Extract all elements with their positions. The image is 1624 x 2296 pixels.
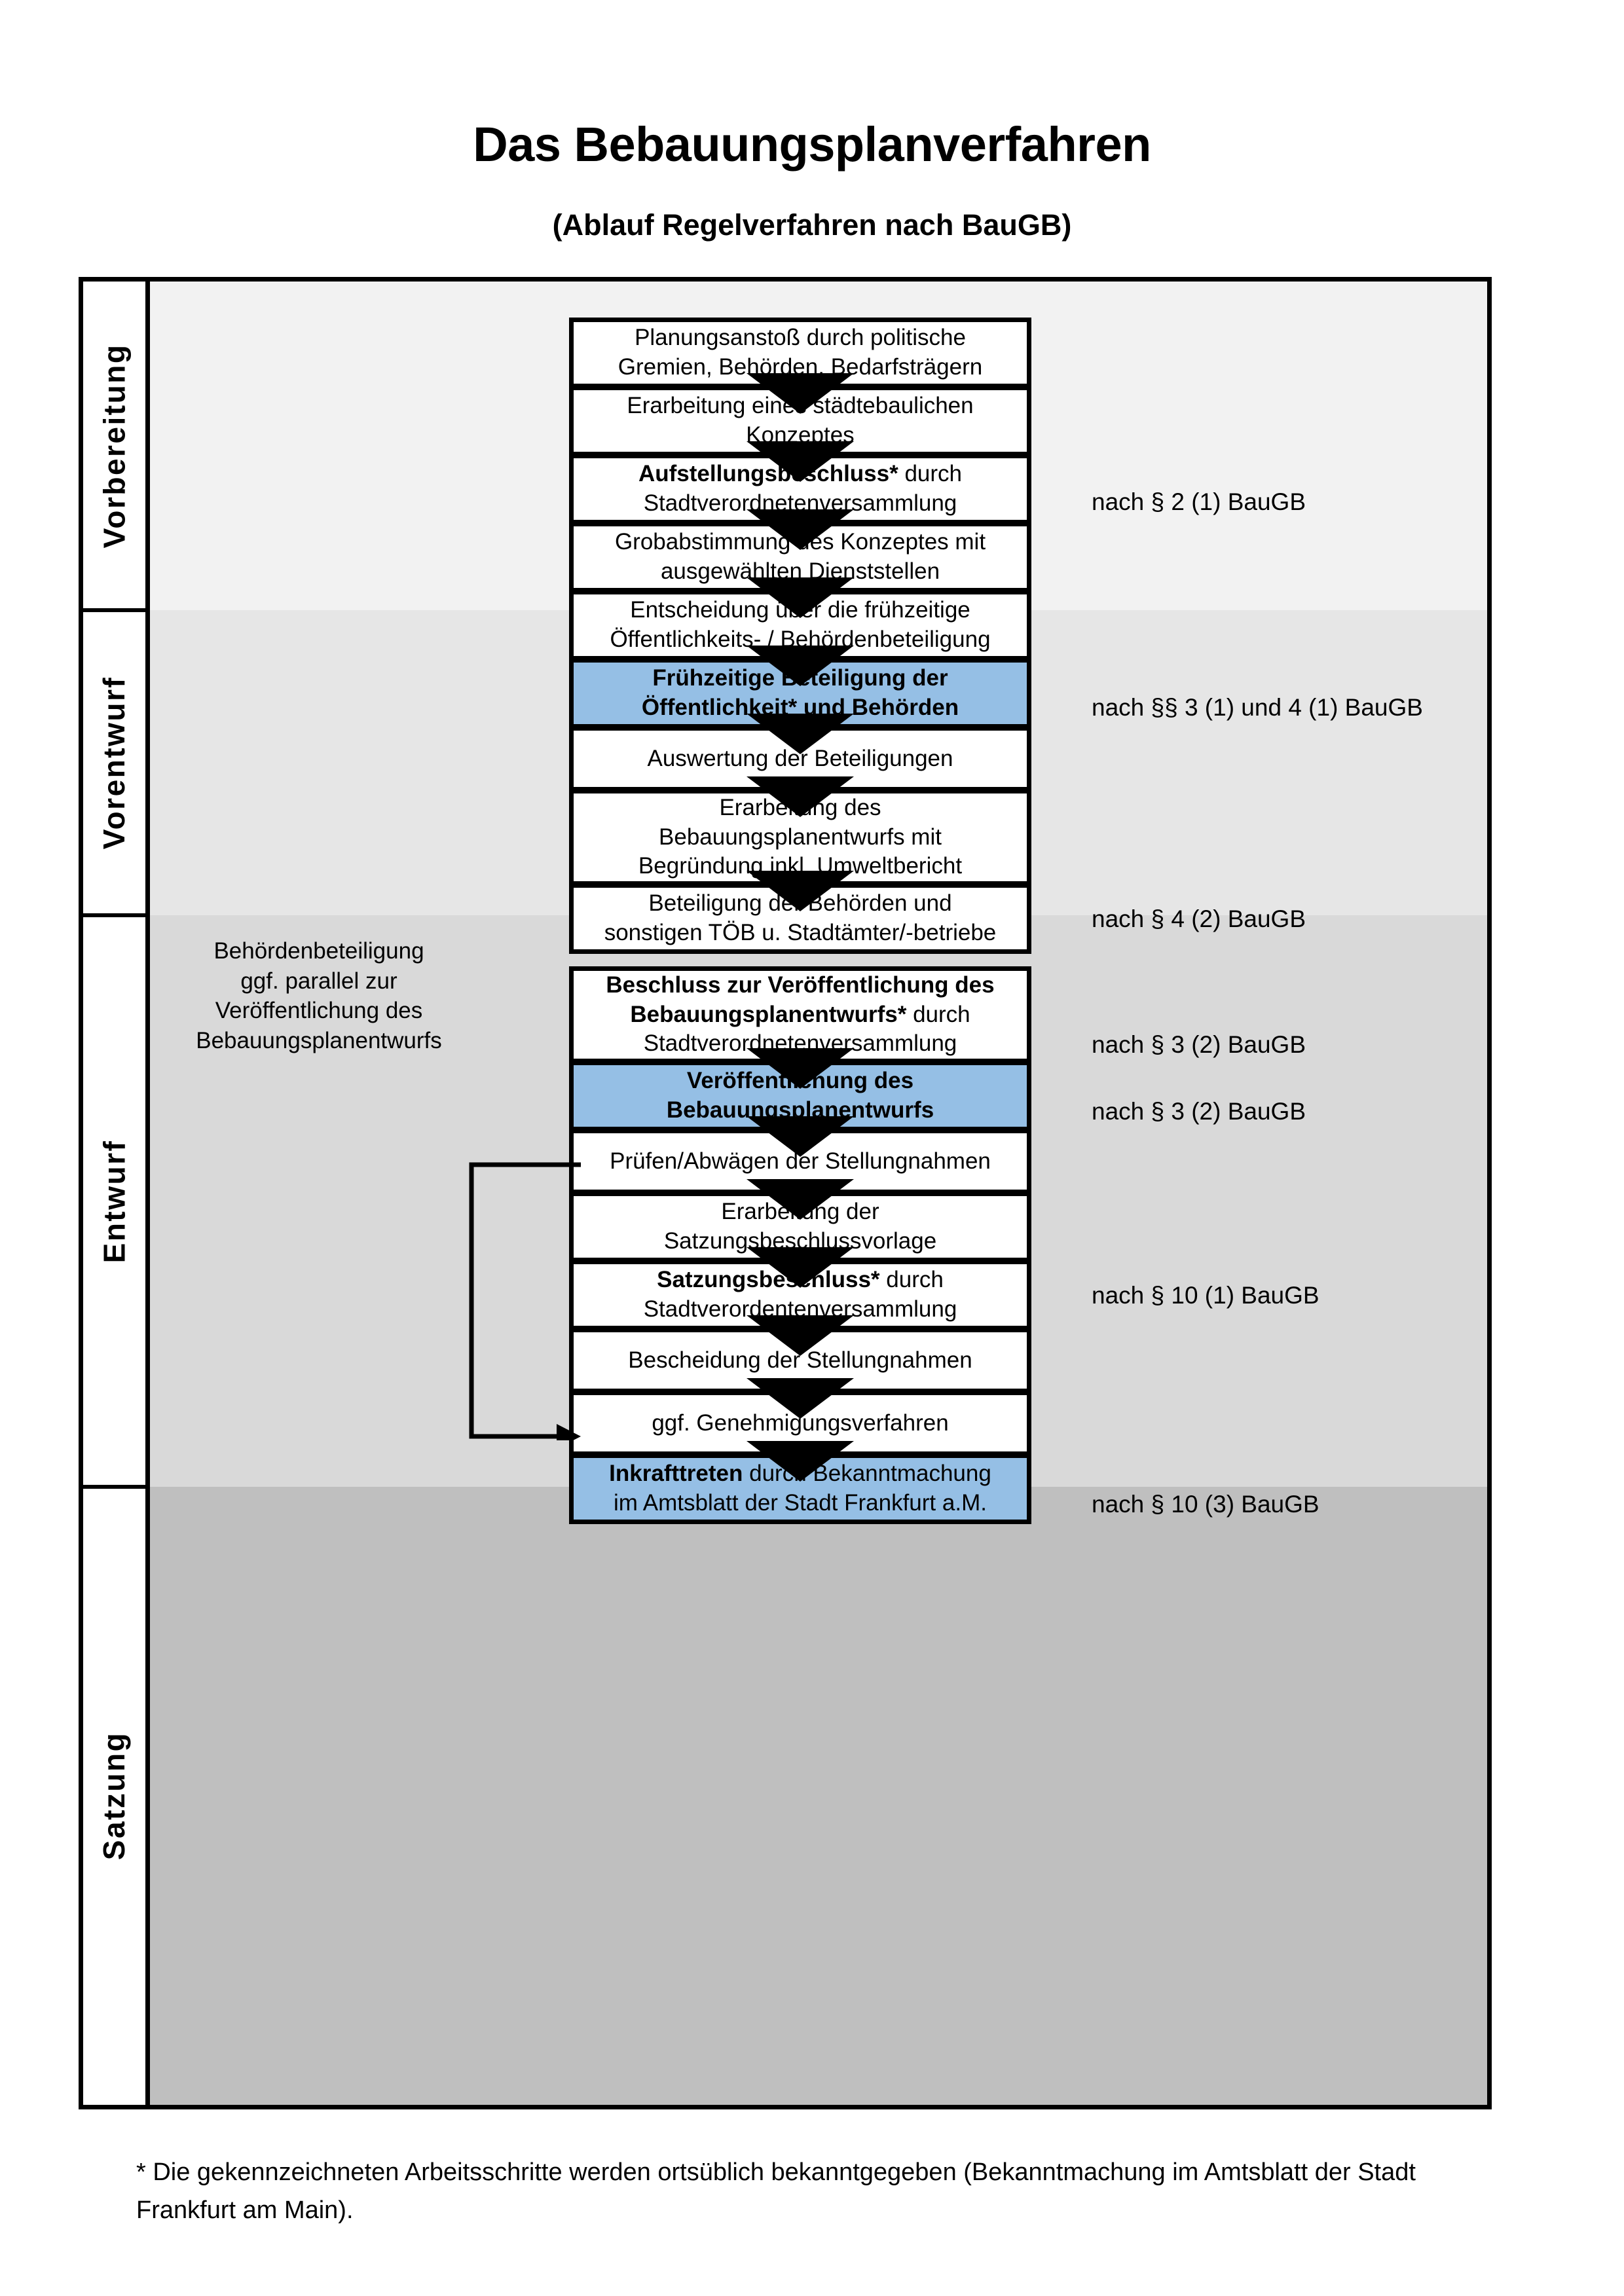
side-annotation-behoerdenbeteiligung: Behördenbeteiligung ggf. parallel zur Ve…	[162, 936, 476, 1055]
arrow-connector	[747, 1247, 854, 1288]
stage-label-text: Entwurf	[97, 1139, 132, 1263]
arrow-connector	[747, 509, 854, 550]
legal-note-par2-1: nach § 2 (1) BauGB	[1092, 488, 1306, 515]
legal-note-par4-2: nach § 4 (2) BauGB	[1092, 905, 1306, 932]
legal-note-par10-3: nach § 10 (3) BauGB	[1092, 1491, 1320, 1518]
legal-note-par10-1: nach § 10 (1) BauGB	[1092, 1282, 1320, 1309]
legal-note-par3-2a: nach § 3 (2) BauGB	[1092, 1031, 1306, 1058]
arrow-connector	[747, 1378, 854, 1419]
arrow-connector	[747, 646, 854, 686]
legal-note-par3-4-1: nach §§ 3 (1) und 4 (1) BauGB	[1092, 694, 1423, 721]
stage-label-entwurf: Entwurf	[83, 915, 145, 1487]
footnote-text: * Die gekennzeichneten Arbeitsschritte w…	[136, 2159, 1416, 2224]
stage-label-vorentwurf: Vorentwurf	[83, 610, 145, 915]
stage-label-text: Vorbereitung	[97, 343, 132, 549]
arrow-connector	[747, 373, 854, 414]
arrow-connector	[747, 776, 854, 817]
stage-label-text: Satzung	[97, 1731, 132, 1861]
stage-separator-1	[83, 608, 150, 612]
stage-label-satzung: Satzung	[83, 1487, 145, 2105]
page-title: Das Bebauungsplanverfahren	[473, 117, 1151, 172]
side-annotation-line: Behördenbeteiligung	[213, 938, 424, 964]
side-annotation-line: Bebauungsplanentwurfs	[196, 1027, 442, 1053]
bracket-connector-arrow	[466, 1162, 581, 1449]
label-column-divider	[145, 282, 150, 2105]
page-subtitle: (Ablauf Regelverfahren nach BauGB)	[552, 208, 1072, 242]
stage-label-vorbereitung: Vorbereitung	[83, 282, 145, 610]
flowchart-frame: Vorbereitung Vorentwurf Entwurf Satzung …	[79, 277, 1492, 2109]
arrow-connector	[747, 1179, 854, 1220]
stage-band-satzung	[145, 1487, 1487, 2105]
arrow-connector	[747, 441, 854, 482]
side-annotation-line: Veröffentlichung des	[215, 998, 423, 1023]
arrow-connector	[747, 1441, 854, 1482]
arrow-connector	[747, 871, 854, 911]
arrow-connector	[747, 714, 854, 754]
legal-note-par3-2b: nach § 3 (2) BauGB	[1092, 1098, 1306, 1125]
stage-separator-3	[83, 1485, 150, 1489]
stage-label-text: Vorentwurf	[97, 676, 132, 850]
arrow-connector	[747, 1315, 854, 1356]
arrow-connector	[747, 577, 854, 618]
stage-separator-2	[83, 913, 150, 917]
arrow-connector	[747, 1048, 854, 1089]
side-annotation-line: ggf. parallel zur	[240, 968, 397, 994]
arrow-connector	[747, 1116, 854, 1157]
